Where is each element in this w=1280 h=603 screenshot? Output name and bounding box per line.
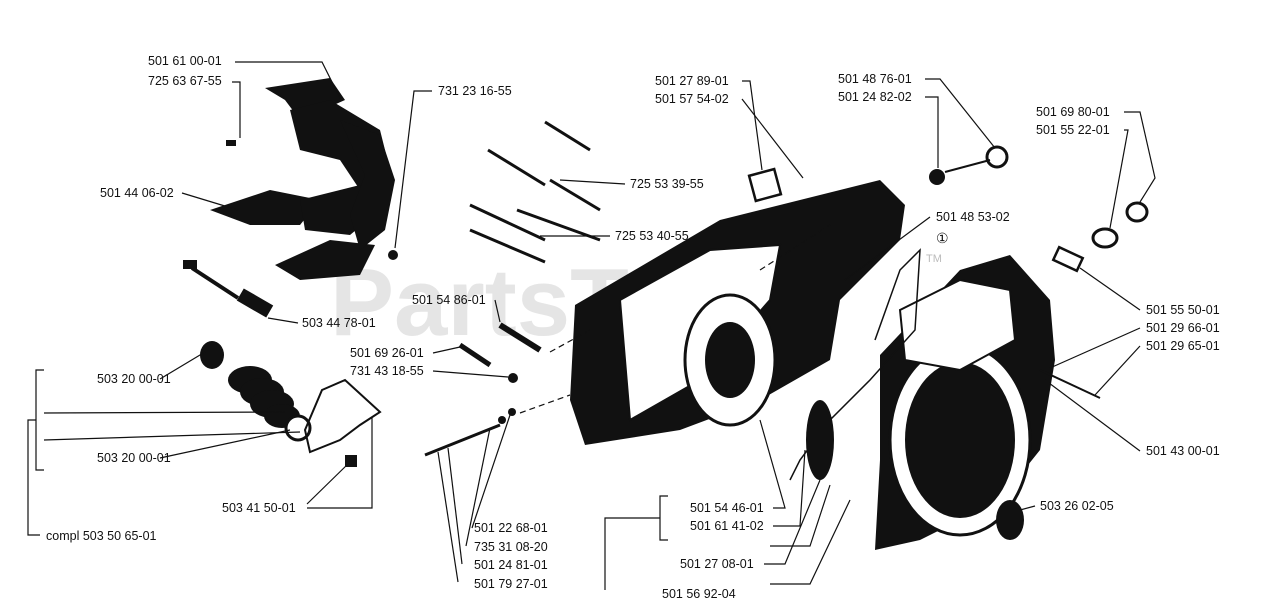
- pin-part[interactable]: [458, 322, 542, 383]
- label-731-23-16-55: 731 23 16-55: [438, 84, 512, 98]
- crankcase-left-part[interactable]: [570, 180, 905, 445]
- label-501-22-68-01: 501 22 68-01: [474, 521, 548, 535]
- label-501-69-26-01: 501 69 26-01: [350, 346, 424, 360]
- spacer-part[interactable]: [236, 288, 274, 318]
- label-501-55-50-01: 501 55 50-01: [1146, 303, 1220, 317]
- circled-one-label: ①: [936, 230, 949, 246]
- label-501-54-46-01: 501 54 46-01: [690, 501, 764, 515]
- label-501-79-27-01: 501 79 27-01: [474, 577, 548, 591]
- long-bolt-part[interactable]: [424, 408, 516, 457]
- bolts-group[interactable]: [469, 120, 601, 264]
- label-501-48-76-01: 501 48 76-01: [838, 72, 912, 86]
- label-503-20-00-01-bottom: 503 20 00-01: [97, 451, 171, 465]
- buffer-spring-part[interactable]: [200, 341, 312, 442]
- label-501-55-22-01: 501 55 22-01: [1036, 123, 1110, 137]
- label-735-31-08-20: 735 31 08-20: [474, 540, 548, 554]
- screw-right-part[interactable]: [1039, 369, 1101, 399]
- label-501-61-00-01: 501 61 00-01: [148, 54, 222, 68]
- label-501-54-86-01: 501 54 86-01: [412, 293, 486, 307]
- washer-part[interactable]: [996, 500, 1024, 540]
- label-501-29-66-01: 501 29 66-01: [1146, 321, 1220, 335]
- label-501-48-53-02: 501 48 53-02: [936, 210, 1010, 224]
- label-501-24-82-02: 501 24 82-02: [838, 90, 912, 104]
- label-501-24-81-01: 501 24 81-01: [474, 558, 548, 572]
- label-725-53-40-55: 725 53 40-55: [615, 229, 689, 243]
- gasket-part[interactable]: [747, 167, 783, 203]
- label-compl-503-50-65-01: compl 503 50 65-01: [46, 529, 157, 543]
- bearing-part[interactable]: [1051, 201, 1149, 273]
- label-503-44-78-01: 503 44 78-01: [302, 316, 376, 330]
- label-503-26-02-05: 503 26 02-05: [1040, 499, 1114, 513]
- nut-part[interactable]: [388, 250, 398, 260]
- label-501-27-08-01: 501 27 08-01: [680, 557, 754, 571]
- label-725-63-67-55: 725 63 67-55: [148, 74, 222, 88]
- decompression-valve-part[interactable]: [929, 145, 1009, 185]
- label-501-27-89-01: 501 27 89-01: [655, 74, 729, 88]
- cover-screw-part[interactable]: [226, 140, 236, 146]
- bracket-part[interactable]: [303, 378, 382, 467]
- label-501-56-92-04: 501 56 92-04: [662, 587, 736, 601]
- label-501-29-65-01: 501 29 65-01: [1146, 339, 1220, 353]
- label-731-43-18-55: 731 43 18-55: [350, 364, 424, 378]
- seal-part[interactable]: [806, 400, 834, 480]
- screw-part[interactable]: [183, 260, 240, 300]
- label-501-43-00-01: 501 43 00-01: [1146, 444, 1220, 458]
- label-501-61-41-02: 501 61 41-02: [690, 519, 764, 533]
- label-725-53-39-55: 725 53 39-55: [630, 177, 704, 191]
- label-501-44-06-02: 501 44 06-02: [100, 186, 174, 200]
- label-501-69-80-01: 501 69 80-01: [1036, 105, 1110, 119]
- cylinder-cover-part[interactable]: [210, 78, 395, 280]
- label-501-57-54-02: 501 57 54-02: [655, 92, 729, 106]
- watermark-trademark: TM: [926, 253, 942, 265]
- label-503-41-50-01: 503 41 50-01: [222, 501, 296, 515]
- label-503-20-00-01-top: 503 20 00-01: [97, 372, 171, 386]
- crankcase-right-part[interactable]: [875, 255, 1055, 550]
